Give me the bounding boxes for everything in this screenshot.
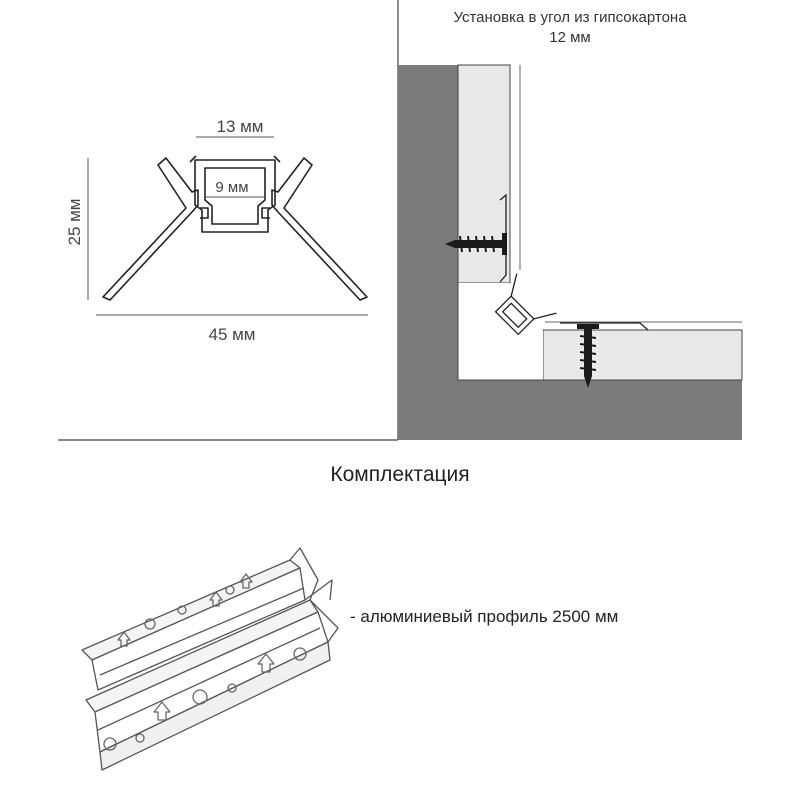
profile-3d-illustration [81, 547, 339, 771]
channel-inner-label: 9 мм [215, 179, 248, 196]
drywall-horizontal [542, 329, 743, 381]
dimension-lines [87, 136, 368, 316]
screw-vertical [577, 324, 599, 388]
channel-outer-label: 13 мм [216, 117, 263, 136]
installation-title-line2: 12 мм [549, 29, 591, 46]
installation-title-line1: Установка в угол из гипсокартона [453, 9, 687, 26]
width-label: 45 мм [208, 325, 255, 344]
screw-horizontal [445, 233, 507, 255]
installation-drawing [398, 64, 743, 440]
profile-cross-section [102, 155, 368, 301]
kit-item: - алюминиевый профиль 2500 мм [350, 607, 619, 626]
profile-in-corner [494, 273, 557, 336]
frame-lines [58, 0, 399, 441]
height-label: 25 мм [65, 198, 84, 245]
wall-gray [398, 65, 742, 440]
kit-title: Комплектация [330, 463, 470, 486]
installation-title: Установка в угол из гипсокартона 12 мм [400, 8, 740, 48]
